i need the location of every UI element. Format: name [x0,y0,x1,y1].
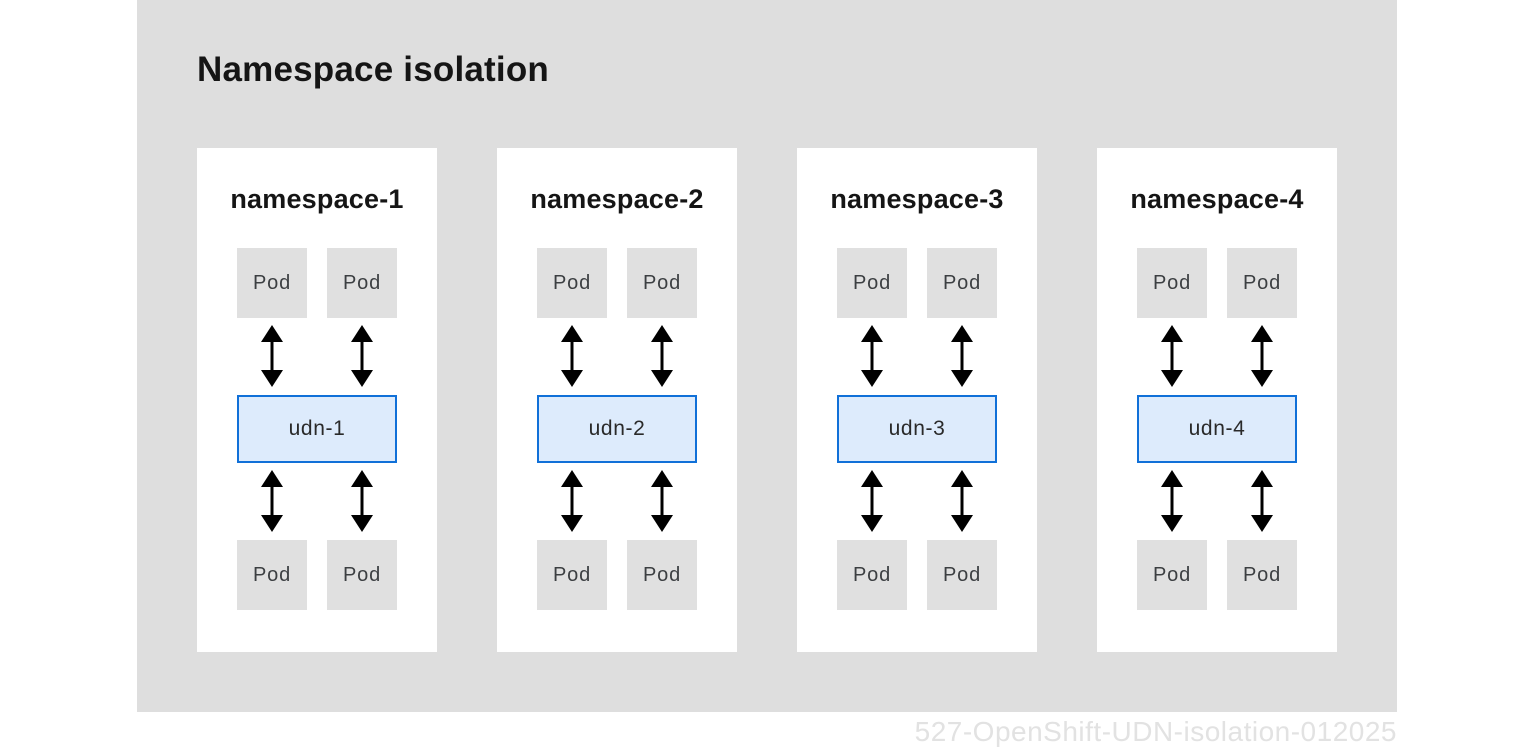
bidirectional-vertical-arrow-icon [650,470,674,532]
pod-box: Pod [237,248,307,318]
pod-box: Pod [1137,248,1207,318]
pod-box: Pod [837,248,907,318]
pod-box: Pod [927,540,997,610]
namespace-panel-1: namespace-1 Pod Pod udn-1 Pod Pod [197,148,437,652]
pod-box: Pod [927,248,997,318]
pod-box: Pod [537,248,607,318]
bidirectional-vertical-arrow-icon [560,325,584,387]
bidirectional-vertical-arrow-icon [350,325,374,387]
pod-box: Pod [1227,540,1297,610]
bidirectional-vertical-arrow-icon [560,470,584,532]
namespace-panel-4: namespace-4 Pod Pod udn-4 Pod Pod [1097,148,1337,652]
pod-box: Pod [1227,248,1297,318]
pod-box: Pod [327,540,397,610]
bidirectional-vertical-arrow-icon [350,470,374,532]
namespace-title: namespace-4 [1130,184,1304,214]
bidirectional-vertical-arrow-icon [260,325,284,387]
udn-box: udn-1 [237,395,397,463]
bidirectional-vertical-arrow-icon [1160,470,1184,532]
udn-box: udn-2 [537,395,697,463]
namespace-title: namespace-1 [230,184,404,214]
bidirectional-vertical-arrow-icon [860,325,884,387]
pod-box: Pod [537,540,607,610]
diagram-watermark: 527-OpenShift-UDN-isolation-012025 [914,716,1397,747]
pod-box: Pod [627,540,697,610]
pod-box: Pod [327,248,397,318]
pod-box: Pod [627,248,697,318]
bidirectional-vertical-arrow-icon [1250,470,1274,532]
bidirectional-vertical-arrow-icon [1160,325,1184,387]
diagram-title: Namespace isolation [197,50,549,89]
bidirectional-vertical-arrow-icon [260,470,284,532]
bidirectional-vertical-arrow-icon [650,325,674,387]
bidirectional-vertical-arrow-icon [860,470,884,532]
namespace-panel-2: namespace-2 Pod Pod udn-2 Pod Pod [497,148,737,652]
pod-box: Pod [837,540,907,610]
udn-box: udn-4 [1137,395,1297,463]
bidirectional-vertical-arrow-icon [950,470,974,532]
bidirectional-vertical-arrow-icon [950,325,974,387]
udn-box: udn-3 [837,395,997,463]
namespace-panel-3: namespace-3 Pod Pod udn-3 Pod Pod [797,148,1037,652]
namespace-title: namespace-3 [830,184,1004,214]
diagram-background: Namespace isolation namespace-1 Pod Pod … [137,0,1397,712]
bidirectional-vertical-arrow-icon [1250,325,1274,387]
namespace-title: namespace-2 [530,184,704,214]
pod-box: Pod [237,540,307,610]
pod-box: Pod [1137,540,1207,610]
